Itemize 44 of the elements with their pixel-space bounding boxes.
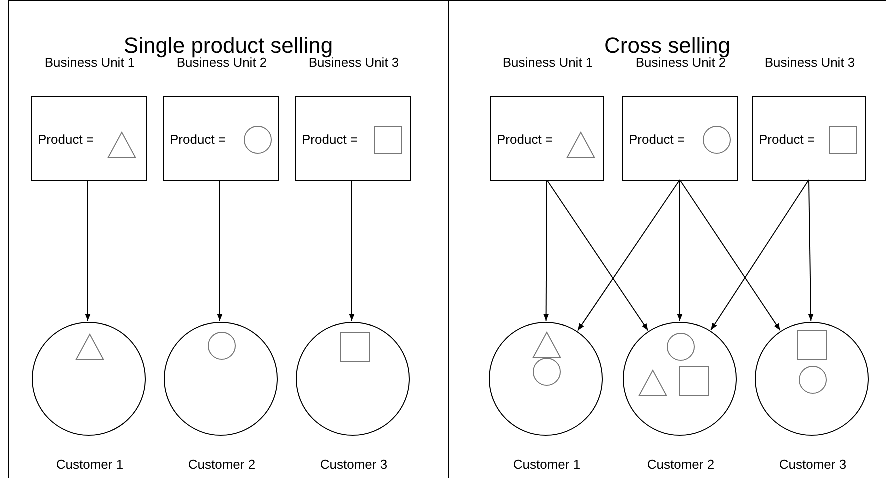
- arrow: [577, 180, 680, 332]
- arrow: [546, 180, 649, 332]
- arrow: [808, 180, 814, 322]
- customer-label: Customer 1: [55, 457, 125, 473]
- arrow: [544, 180, 550, 322]
- panel: [8, 0, 449, 478]
- triangle-symbol: [76, 334, 104, 360]
- customer-label: Customer 3: [319, 457, 389, 473]
- square-symbol: [797, 330, 827, 360]
- product-label: Product =: [302, 132, 358, 148]
- unit-heading: Business Unit 1: [502, 55, 594, 71]
- triangle-symbol: [533, 332, 561, 358]
- product-label: Product =: [759, 132, 816, 148]
- product-label: Product =: [170, 132, 226, 148]
- customer-label: Customer 3: [778, 457, 848, 473]
- circle-symbol: [667, 333, 695, 361]
- product-label: Product =: [497, 132, 554, 148]
- customer-label: Customer 2: [646, 457, 716, 473]
- arrow: [710, 180, 810, 331]
- customer-label: Customer 2: [187, 457, 257, 473]
- arrow: [680, 180, 781, 332]
- circle-symbol: [208, 332, 236, 360]
- arrow: [349, 180, 355, 322]
- square-symbol: [829, 126, 857, 154]
- circle-symbol: [703, 126, 731, 154]
- product-label: Product =: [629, 132, 686, 148]
- square-symbol: [340, 332, 370, 362]
- arrow: [677, 180, 683, 322]
- unit-heading: Business Unit 1: [44, 55, 136, 71]
- unit-heading: Business Unit 3: [764, 55, 856, 71]
- square-symbol: [679, 366, 709, 396]
- triangle-symbol: [639, 370, 667, 396]
- circle-symbol: [244, 126, 272, 154]
- product-label: Product =: [38, 132, 94, 148]
- panel-title: Cross selling: [604, 33, 732, 58]
- circle-symbol: [533, 358, 561, 386]
- customer-label: Customer 1: [512, 457, 582, 473]
- panel-title: Single product selling: [124, 33, 334, 58]
- arrow: [85, 180, 91, 322]
- triangle-symbol: [567, 132, 595, 158]
- square-symbol: [374, 126, 402, 154]
- triangle-symbol: [108, 132, 136, 158]
- circle-symbol: [799, 366, 827, 394]
- arrow: [217, 180, 223, 322]
